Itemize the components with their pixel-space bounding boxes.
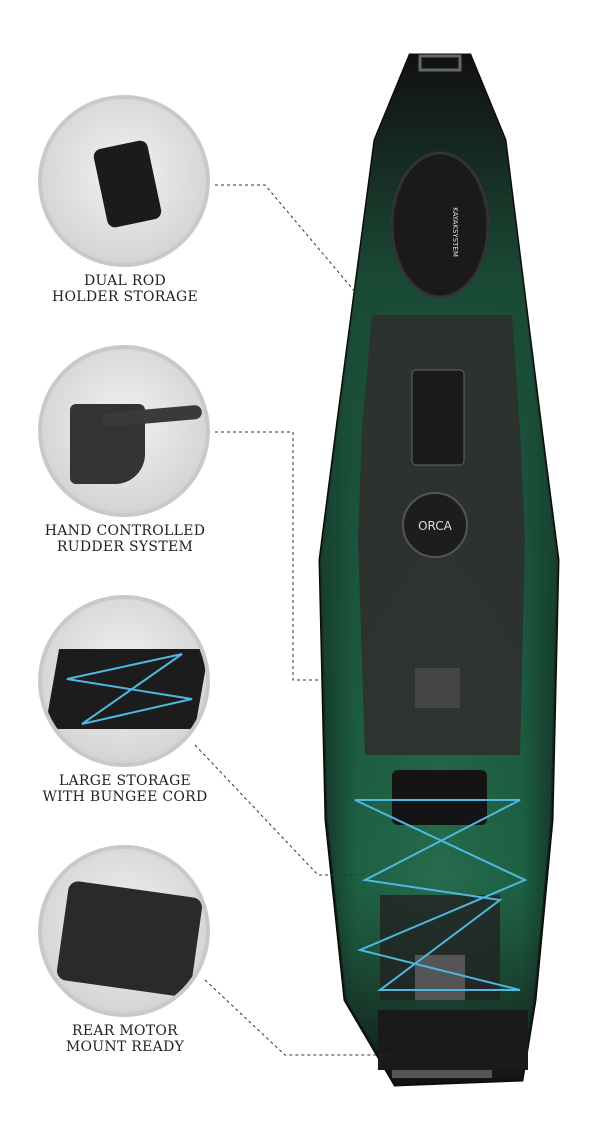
feature-image-rudder xyxy=(38,345,210,517)
mount-plate xyxy=(411,369,465,466)
label-line: HOLDER STORAGE xyxy=(51,289,199,305)
label-line: DUAL ROD xyxy=(83,273,167,289)
stern-handle xyxy=(392,1070,492,1078)
center-hatch xyxy=(402,492,468,558)
label-line: HAND CONTROLLED xyxy=(44,523,206,539)
bungee-cord xyxy=(354,799,528,991)
feature-label-rudder: HAND CONTROLLED RUDDER SYSTEM xyxy=(20,523,230,555)
center-hatch-logo: ORCA xyxy=(418,519,453,533)
label-line: REAR MOTOR xyxy=(71,1023,179,1039)
feature-image-rod-holder xyxy=(38,95,210,267)
feature-image-motor-mount xyxy=(38,845,210,1017)
x-plate-mid xyxy=(415,668,460,708)
connector-lines xyxy=(194,184,388,1056)
feature-label-motor-mount: REAR MOTOR MOUNT READY xyxy=(20,1023,230,1055)
label-line: MOUNT READY xyxy=(65,1039,185,1055)
feature-image-storage xyxy=(38,595,210,767)
rear-storage-hatch xyxy=(392,770,487,825)
feature-label-storage: LARGE STORAGE WITH BUNGEE CORD xyxy=(20,773,230,805)
front-hatch xyxy=(390,151,490,299)
x-plate-rear xyxy=(415,955,465,1000)
stern-bumper xyxy=(378,1010,528,1070)
label-line: WITH BUNGEE CORD xyxy=(42,789,208,805)
feature-label-rod-holder: DUAL ROD HOLDER STORAGE xyxy=(20,273,230,305)
label-line: LARGE STORAGE xyxy=(58,773,192,789)
front-hatch-maker-logo: KAYAKSYSTEM xyxy=(451,207,459,257)
bow-handle xyxy=(418,54,462,72)
label-line: RUDDER SYSTEM xyxy=(56,539,194,555)
